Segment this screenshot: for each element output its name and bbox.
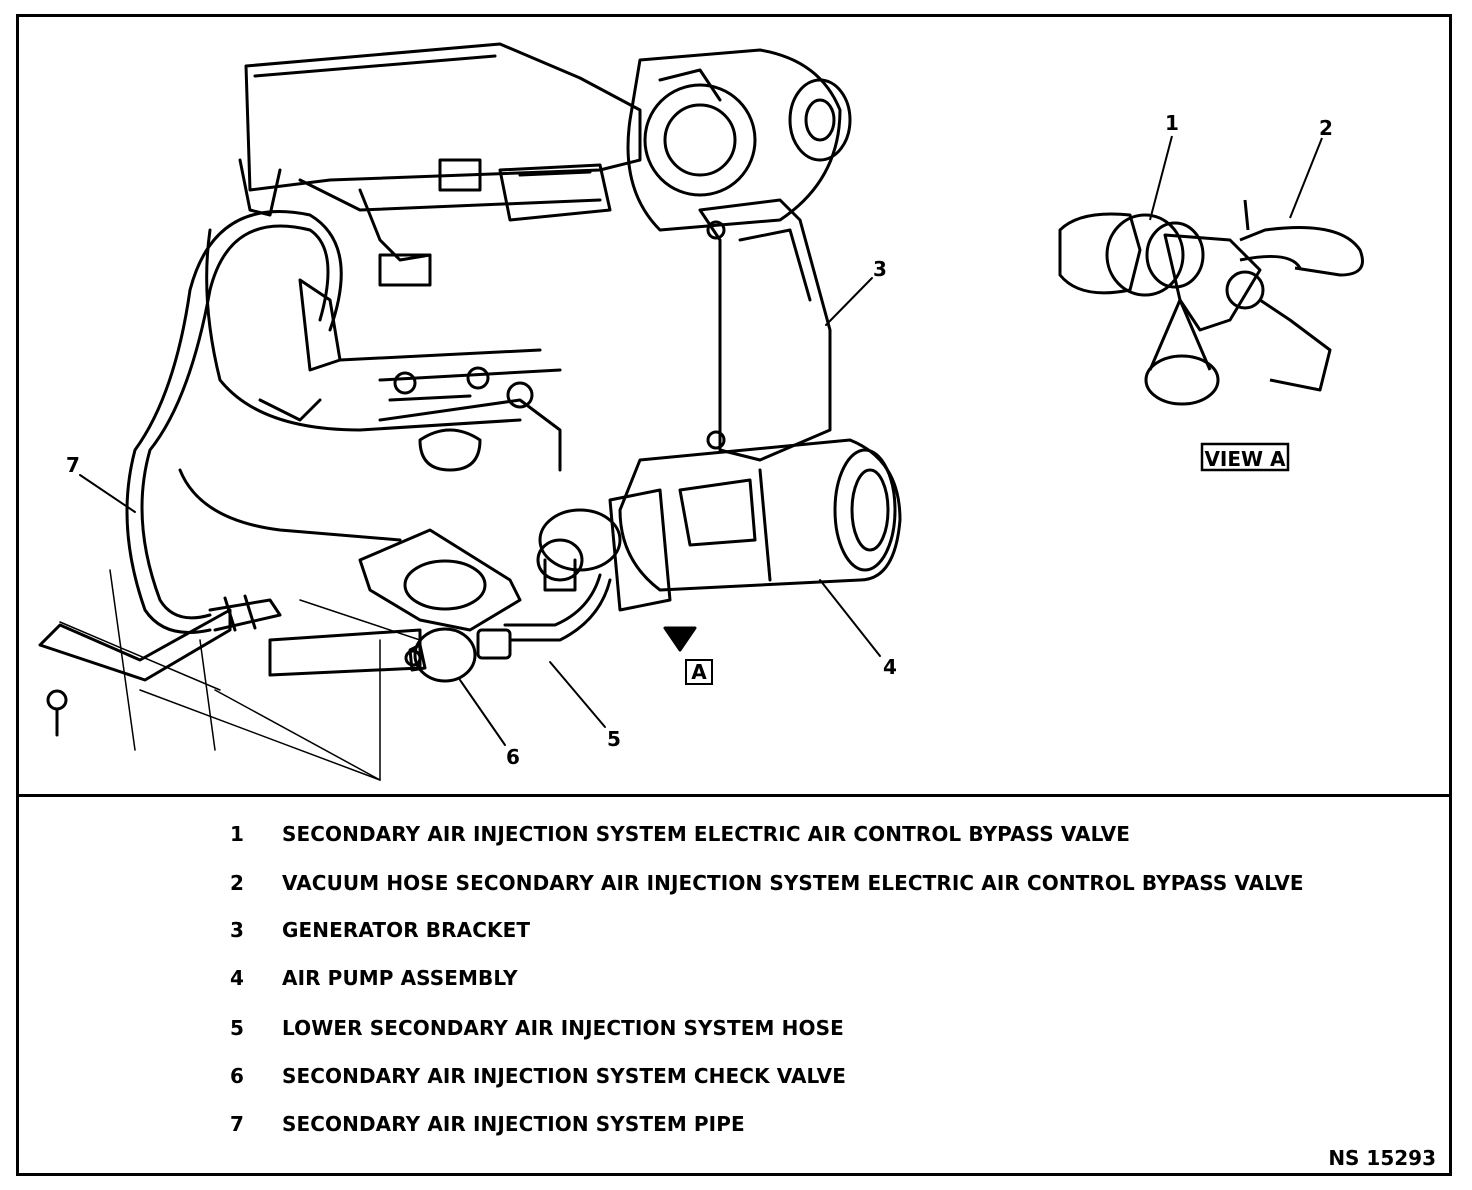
- legend-item: 5 LOWER SECONDARY AIR INJECTION SYSTEM H…: [230, 1013, 844, 1043]
- legend-text: VACUUM HOSE SECONDARY AIR INJECTION SYST…: [282, 871, 1304, 895]
- arrow-label: A: [691, 660, 707, 684]
- view-a-inset: [1058, 135, 1364, 406]
- legend-text: LOWER SECONDARY AIR INJECTION SYSTEM HOS…: [282, 1016, 844, 1040]
- callout-4: 4: [883, 655, 897, 679]
- air-pump-assembly: [608, 438, 902, 612]
- arrow-label-box: [685, 659, 713, 685]
- legend-divider: [16, 794, 1452, 797]
- legend-text: SECONDARY AIR INJECTION SYSTEM PIPE: [282, 1112, 745, 1136]
- legend-item: 7 SECONDARY AIR INJECTION SYSTEM PIPE: [230, 1109, 745, 1139]
- legend-text: GENERATOR BRACKET: [282, 918, 531, 942]
- view-a-label: VIEW A: [1204, 447, 1286, 471]
- callout-7: 7: [66, 453, 80, 477]
- legend-number: 3: [230, 918, 244, 942]
- view-a-arrow: [663, 626, 697, 652]
- legend-number: 7: [230, 1112, 244, 1136]
- legend-item: 2 VACUUM HOSE SECONDARY AIR INJECTION SY…: [230, 868, 1304, 898]
- callout-6: 6: [506, 745, 520, 769]
- engine-block: [178, 42, 642, 542]
- callout-3: 3: [873, 257, 887, 281]
- exhaust-flange: [358, 528, 522, 632]
- legend-text: SECONDARY AIR INJECTION SYSTEM CHECK VAL…: [282, 1064, 846, 1088]
- generator: [626, 48, 852, 232]
- lower-air-injection-hose: [476, 573, 612, 660]
- callout-1: 1: [1165, 111, 1179, 135]
- engine-illustration: A VIEW A 1 2 3 4 5 6 7: [38, 42, 1364, 781]
- legend-number: 4: [230, 966, 244, 990]
- figure-id: NS 15293: [1328, 1146, 1436, 1170]
- air-injection-pipe: [125, 210, 343, 634]
- mounting-bracket: [38, 608, 422, 737]
- diagram-frame: [16, 14, 1452, 1176]
- guide-lines: [59, 569, 421, 781]
- view-a-box: [1200, 442, 1290, 472]
- legend-number: 1: [230, 822, 244, 846]
- legend-text: AIR PUMP ASSEMBLY: [282, 966, 518, 990]
- legend-text: SECONDARY AIR INJECTION SYSTEM ELECTRIC …: [282, 822, 1131, 846]
- bypass-valve: [536, 508, 622, 592]
- check-valve: [404, 627, 477, 683]
- callout-2: 2: [1319, 116, 1333, 140]
- generator-bracket: [698, 198, 832, 462]
- legend-number: 6: [230, 1064, 244, 1088]
- legend-item: 4 AIR PUMP ASSEMBLY: [230, 963, 518, 993]
- callout-5: 5: [607, 727, 621, 751]
- legend-number: 2: [230, 871, 244, 895]
- legend-item: 3 GENERATOR BRACKET: [230, 915, 530, 945]
- leader-lines: [79, 277, 881, 746]
- legend-item: 6 SECONDARY AIR INJECTION SYSTEM CHECK V…: [230, 1061, 846, 1091]
- legend-item: 1 SECONDARY AIR INJECTION SYSTEM ELECTRI…: [230, 819, 1130, 849]
- legend-number: 5: [230, 1016, 244, 1040]
